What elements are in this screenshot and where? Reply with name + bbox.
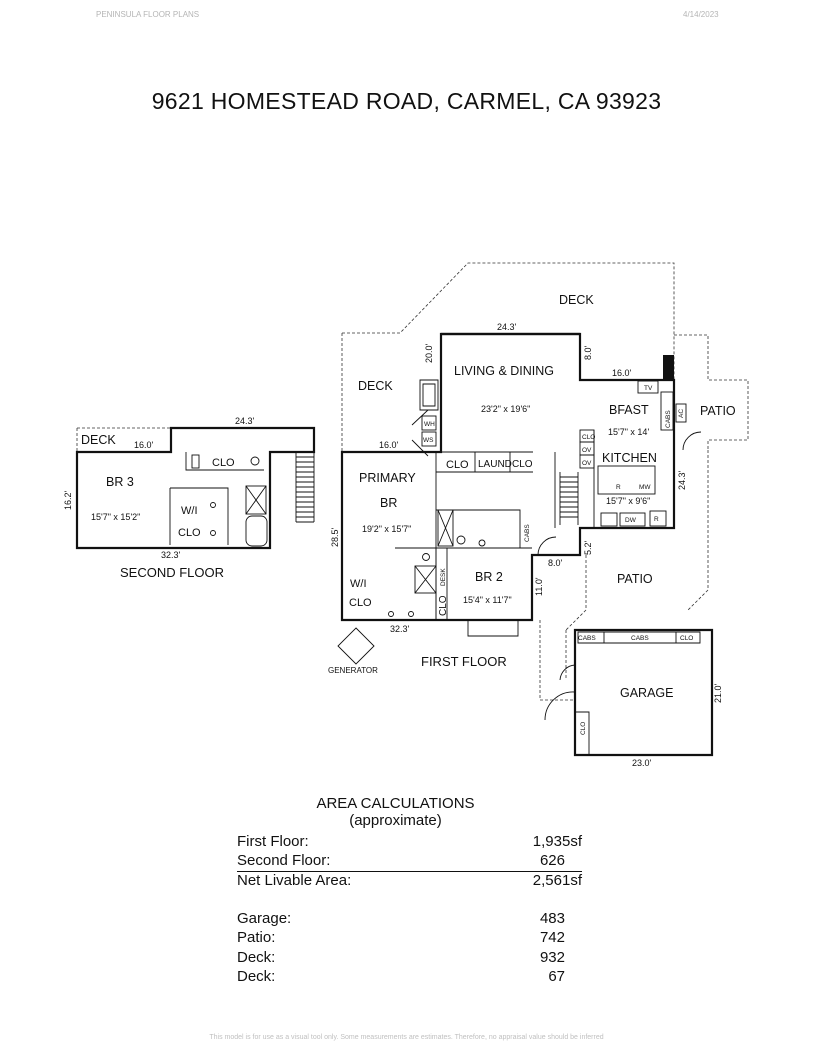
dim-16-0-primary: 16.0': [379, 440, 399, 450]
deck-second-label: DECK: [81, 433, 116, 447]
primary-br-label: BR: [380, 496, 397, 510]
area-value: 1,935sf: [532, 833, 582, 850]
second-floor-label: SECOND FLOOR: [120, 565, 224, 580]
walk-in-closet-second-label: CLO: [178, 527, 201, 539]
garage-side-closet-label: CLO: [580, 722, 587, 735]
area-row-second-floor: Second Floor: 626: [237, 852, 582, 872]
second-floor-plan: [75, 426, 316, 550]
garage-label: GARAGE: [620, 686, 674, 700]
area-value: 483: [539, 910, 565, 928]
garage-cabs-2-label: CABS: [631, 635, 649, 642]
oven-2-label: OV: [582, 460, 592, 467]
dim-24-3-second: 24.3': [235, 416, 255, 426]
area-value: 67: [548, 967, 565, 985]
area-value: 932: [539, 948, 565, 966]
walk-in-second-label: W/I: [181, 505, 198, 517]
kitchen-label: KITCHEN: [602, 451, 657, 465]
patio-right-label: PATIO: [700, 404, 736, 418]
refrigerator-2-label: R: [654, 516, 659, 523]
primary-dimension: 19'2" x 15'7": [362, 524, 411, 534]
date-header: 4/14/2023: [683, 10, 719, 19]
patio-bottom-label: PATIO: [617, 572, 653, 586]
water-heater-label: WH: [424, 421, 435, 428]
bfast-dimension: 15'7" x 14': [608, 427, 649, 437]
closet-first-label: CLO: [446, 459, 469, 471]
area-label: Deck:: [237, 948, 276, 966]
dim-28-5: 28.5': [330, 527, 340, 547]
area-label: Second Floor:: [237, 852, 331, 870]
brand-header: PENINSULA FLOOR PLANS: [96, 10, 200, 19]
area-row-first-floor: First Floor: 1,935sf: [237, 833, 582, 852]
refrigerator-1-label: R: [616, 484, 621, 491]
closet-vertical-label: CLO: [438, 595, 449, 616]
dim-5-2: 5.2': [583, 540, 593, 555]
ws-label: WS: [423, 437, 434, 444]
area-row-patio: Patio: 742: [237, 929, 582, 948]
br2-label: BR 2: [475, 570, 503, 584]
walk-in-closet-first-label: CLO: [349, 597, 372, 609]
dim-23-0: 23.0': [632, 758, 652, 768]
garage-closet-label: CLO: [680, 635, 693, 642]
area-subtitle: (approximate): [349, 812, 442, 829]
dim-20-0: 20.0': [424, 343, 434, 363]
first-floor-label: FIRST FLOOR: [421, 654, 507, 669]
area-label: Garage:: [237, 910, 292, 928]
bfast-label: BFAST: [609, 403, 649, 417]
living-dining-dimension: 23'2" x 19'6": [481, 404, 530, 414]
area-value: 742: [539, 929, 565, 947]
dim-11-0: 11.0': [534, 577, 544, 596]
dishwasher-label: DW: [625, 517, 637, 524]
area-title: AREA CALCULATIONS: [316, 795, 475, 812]
kitchen-dimension: 15'7" x 9'6": [606, 496, 650, 506]
closet-second-top-label: CLO: [212, 457, 235, 469]
kitchen-cabs-label: CABS: [665, 410, 672, 428]
cabs-first-label: CABS: [524, 524, 531, 542]
dim-24-3-top: 24.3': [497, 322, 517, 332]
kitchen-closet-label: CLO: [582, 434, 595, 441]
tv-label: TV: [644, 385, 653, 392]
disclaimer-footer: This model is for use as a visual tool o…: [209, 1034, 604, 1041]
dim-32-3-first: 32.3': [390, 624, 410, 634]
dim-16-0-second: 16.0': [134, 440, 154, 450]
dim-32-3-second: 32.3': [161, 550, 181, 560]
dim-24-3-right: 24.3': [677, 470, 687, 490]
area-row-net-livable: Net Livable Area: 2,561sf: [237, 872, 582, 891]
primary-label: PRIMARY: [359, 471, 416, 485]
area-label: Deck:: [237, 967, 276, 985]
area-label: First Floor:: [237, 833, 309, 850]
area-label: Net Livable Area:: [237, 871, 352, 889]
living-dining-label: LIVING & DINING: [454, 364, 554, 378]
br3-dimension: 15'7" x 15'2": [91, 512, 140, 522]
oven-1-label: OV: [582, 447, 592, 454]
dim-16-2: 16.2': [63, 490, 73, 510]
dim-21-0: 21.0': [713, 683, 723, 703]
area-row-deck-1: Deck: 932: [237, 949, 582, 968]
br2-dimension: 15'4" x 11'7": [463, 595, 512, 605]
dim-8-0-bottom: 8.0': [548, 558, 563, 568]
desk-label: DESK: [440, 568, 447, 586]
garage-cabs-1-label: CABS: [578, 635, 596, 642]
br3-label: BR 3: [106, 475, 134, 489]
walk-in-first-label: W/I: [350, 578, 367, 590]
area-row-garage: Garage: 483: [237, 910, 582, 929]
microwave-label: MW: [639, 484, 651, 491]
area-calculations: AREA CALCULATIONS (approximate) First Fl…: [237, 795, 582, 987]
generator-label: GENERATOR: [328, 666, 378, 675]
deck-top-label: DECK: [559, 293, 594, 307]
area-label: Patio:: [237, 929, 276, 947]
area-row-deck-2: Deck: 67: [237, 968, 582, 987]
ac-label: AC: [678, 409, 685, 418]
area-value: 626: [539, 852, 565, 870]
first-floor-plan: [337, 262, 749, 701]
dim-16-0-kitchen: 16.0': [612, 368, 632, 378]
page-title: 9621 HOMESTEAD ROAD, CARMEL, CA 93923: [151, 88, 662, 114]
closet-first-2-label: CLO: [512, 459, 533, 470]
laundry-label: LAUND: [478, 459, 512, 470]
floor-plan-diagram: DECK DECK DECK LIVING & DINING 23'2" x 1…: [63, 262, 749, 768]
area-value: 2,561sf: [532, 871, 582, 889]
dim-8-0-top: 8.0': [583, 345, 593, 360]
deck-mid-label: DECK: [358, 379, 393, 393]
garage-plan: [544, 628, 714, 757]
